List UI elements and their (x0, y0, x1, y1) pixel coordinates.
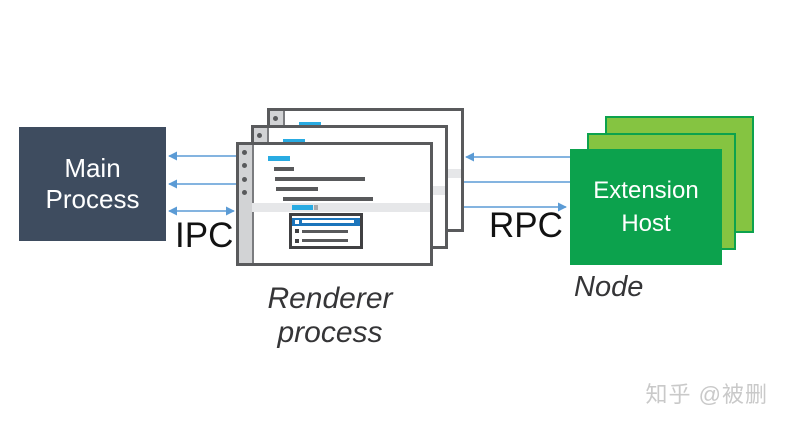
zhihu-watermark: 知乎 @被删 (645, 382, 768, 407)
activity-dot-icon (257, 133, 262, 138)
activity-dot-icon (242, 177, 247, 182)
suggest-item-selected (292, 217, 360, 226)
editor-line (275, 177, 365, 181)
editor-line-accent (283, 139, 305, 144)
text-cursor (314, 205, 318, 210)
suggest-item-text (302, 220, 354, 223)
activity-dot-icon (242, 150, 247, 155)
main-process-label-line1: Main (64, 153, 121, 183)
editor-line (274, 167, 294, 171)
suggest-item-icon (295, 229, 299, 233)
editor-line-accent (299, 122, 321, 127)
typed-word-accent (292, 205, 313, 210)
activity-dot-icon (242, 190, 247, 195)
extension-host-label-line2: Host (621, 210, 671, 237)
editor-line-accent (268, 156, 290, 161)
current-line-highlight (252, 203, 430, 212)
suggest-item-icon (295, 219, 299, 224)
editor-line (283, 197, 373, 201)
main-process-label-line2: Process (45, 184, 140, 214)
ipc-label: IPC (175, 216, 234, 255)
suggest-item-icon (295, 238, 299, 243)
activity-dot-icon (242, 163, 247, 168)
suggest-item (292, 227, 360, 235)
renderer-window (236, 142, 433, 266)
rpc-label: RPC (489, 206, 563, 245)
suggest-item-text (302, 239, 348, 242)
activity-dot-icon (273, 116, 278, 121)
suggest-item-text (302, 229, 348, 233)
suggest-widget (289, 213, 363, 249)
renderer-process-caption: Renderer process (267, 282, 393, 349)
node-caption: Node (574, 271, 644, 303)
main-process-box: Main Process (19, 127, 166, 241)
editor-line (276, 187, 318, 191)
extension-host-label-line1: Extension (593, 177, 699, 204)
extension-host-box: Extension Host (570, 149, 722, 265)
suggest-item (292, 237, 360, 245)
